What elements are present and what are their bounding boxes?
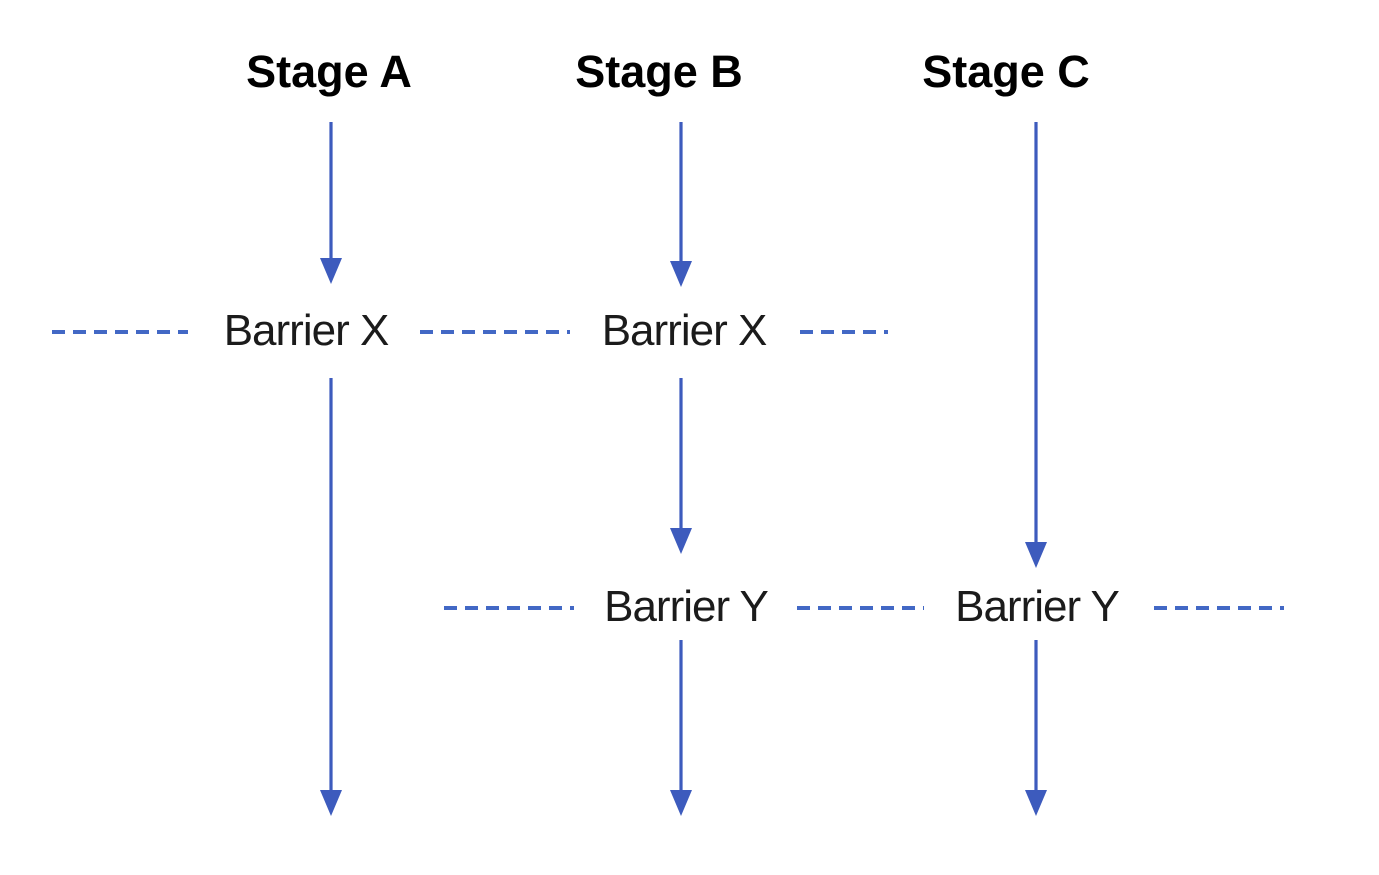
stage-b-arrow-group xyxy=(670,122,692,816)
barrier-x-label-stage-a: Barrier X xyxy=(223,306,390,355)
stage-c-arrowhead-1-icon xyxy=(1025,542,1047,568)
stage-b-arrowhead-2-icon xyxy=(670,528,692,554)
stage-a-arrowhead-2-icon xyxy=(320,790,342,816)
barrier-y-label-stage-c: Barrier Y xyxy=(955,582,1120,631)
stage-b-arrowhead-3-icon xyxy=(670,790,692,816)
stage-a-arrow-group xyxy=(320,122,342,816)
stage-a-arrowhead-1-icon xyxy=(320,258,342,284)
stage-c-label: Stage C xyxy=(922,46,1090,97)
barrier-y-label-stage-b: Barrier Y xyxy=(604,582,769,631)
barrier-x-label-stage-b: Barrier X xyxy=(601,306,768,355)
stage-a-label: Stage A xyxy=(246,46,412,97)
stage-b-label: Stage B xyxy=(575,46,743,97)
stage-c-arrow-group xyxy=(1025,122,1047,816)
stage-b-arrowhead-1-icon xyxy=(670,261,692,287)
stage-c-arrowhead-2-icon xyxy=(1025,790,1047,816)
